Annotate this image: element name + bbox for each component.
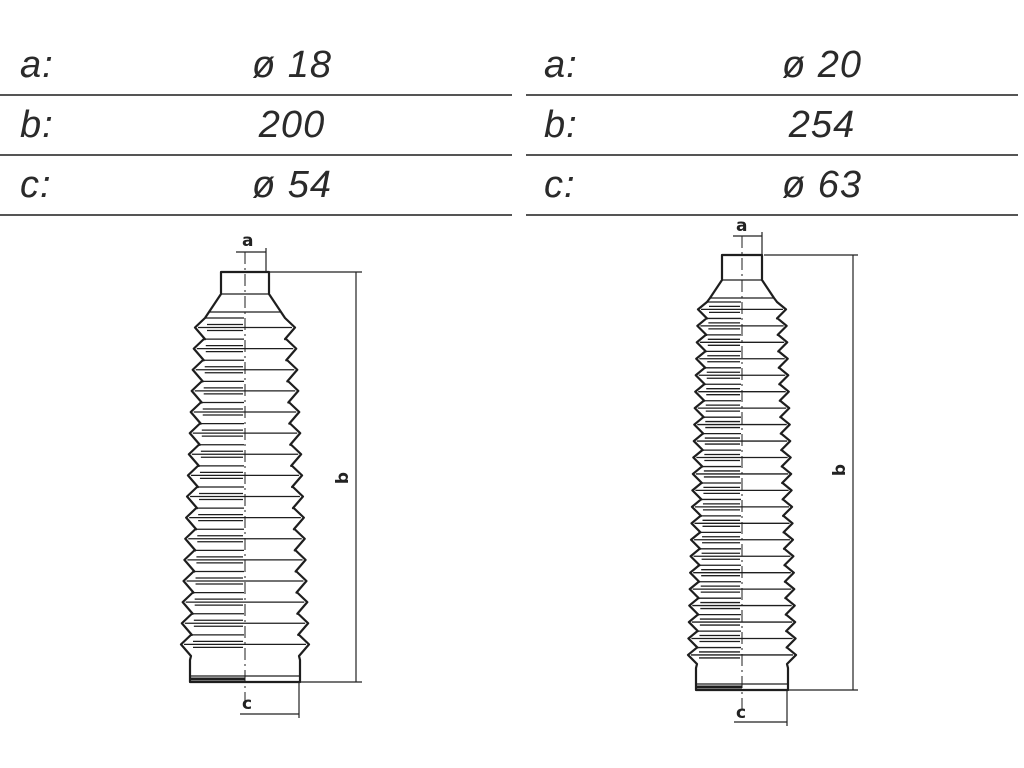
spec-label-c: c: xyxy=(544,164,576,206)
spec-row-a: a: ø 20 xyxy=(524,36,1024,96)
dimension-c-right xyxy=(734,690,788,726)
dimension-b-left xyxy=(268,271,362,683)
dim-label-c-right: c xyxy=(736,703,746,723)
boot-body-right xyxy=(686,236,798,710)
spec-value-a: ø 18 xyxy=(251,44,333,86)
spec-value-b: 254 xyxy=(788,104,856,146)
dimension-b-right xyxy=(764,254,858,691)
dim-label-b-left: b xyxy=(333,472,353,484)
spec-row-c: c: ø 54 xyxy=(0,156,512,216)
bellows-drawing-left: a b c xyxy=(179,231,362,718)
spec-value-b: 200 xyxy=(258,104,326,146)
boot-panel-left: a: ø 18 b: 200 c: ø 54 a xyxy=(0,36,512,718)
dim-label-c-left: c xyxy=(242,694,252,714)
spec-value-a: ø 20 xyxy=(781,44,863,86)
boot-body-left xyxy=(179,252,311,702)
spec-row-a: a: ø 18 xyxy=(0,36,512,96)
spec-label-a: a: xyxy=(20,44,54,86)
dim-label-b-right: b xyxy=(830,464,850,476)
spec-label-c: c: xyxy=(20,164,52,206)
dimension-a-left xyxy=(236,248,267,272)
spec-table-right: a: ø 20 b: 254 c: ø 63 xyxy=(524,36,1024,216)
spec-row-b: b: 200 xyxy=(0,96,512,156)
row-divider xyxy=(526,214,1018,216)
row-divider xyxy=(0,214,512,216)
row-divider xyxy=(526,154,1018,156)
dimension-a-right xyxy=(733,232,763,256)
spec-label-b: b: xyxy=(20,104,54,146)
boot-panel-right: a: ø 20 b: 254 c: ø 63 a xyxy=(524,0,1024,768)
row-divider xyxy=(0,154,512,156)
bellows-drawing-right: a b c xyxy=(686,216,858,726)
row-divider xyxy=(526,94,1018,96)
spec-table-left: a: ø 18 b: 200 c: ø 54 xyxy=(0,36,512,216)
dim-label-a-right: a xyxy=(736,216,747,236)
spec-label-b: b: xyxy=(544,104,578,146)
spec-value-c: ø 63 xyxy=(781,164,863,206)
spec-row-b: b: 254 xyxy=(524,96,1024,156)
spec-value-c: ø 54 xyxy=(251,164,333,206)
dim-label-a-left: a xyxy=(242,231,253,251)
row-divider xyxy=(0,94,512,96)
spec-label-a: a: xyxy=(544,44,578,86)
dimension-c-left xyxy=(240,682,300,718)
spec-row-c: c: ø 63 xyxy=(524,156,1024,216)
